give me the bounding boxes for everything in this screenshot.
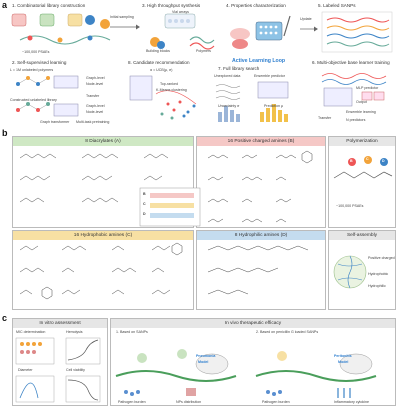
legend-hydrophobic: Hydrophobic [368, 272, 389, 276]
ensemble-predictor-label: Ensemble predictor [254, 74, 285, 78]
model-1-label: Pneumonia [196, 354, 216, 358]
arrow-1-to-3 [110, 24, 140, 30]
ensemble-learning-label: Ensemble learning [346, 110, 376, 114]
constructed-library-label: Constructed unlabeled library [10, 98, 57, 102]
active-loop-label: Active Learning Loop [232, 58, 286, 64]
in-vivo-header: In vivo therapeutic efficacy [111, 319, 395, 328]
outcome-nps-distribution: NPs distribution [176, 400, 202, 404]
graph-level-label-2: Graph-level [86, 104, 105, 108]
step-6-title: 6. Multi-objective base learner training [312, 60, 390, 65]
step-4-title: 4. Properties characterization [226, 3, 286, 8]
library-count-label: ~100,000 PSAEs [22, 50, 50, 54]
group-b-header: 16 Positive charged amines (B) [197, 137, 325, 146]
model-2-label: Peritonitis [334, 354, 352, 358]
top-ranked-label: Top-ranked [160, 82, 178, 86]
legend-c-letter: C [143, 202, 146, 206]
step-8-title: 8. Candidate recommendation [128, 60, 190, 65]
polymers-label: Polymers [196, 49, 211, 53]
library-construction-graphic [11, 13, 111, 45]
group-a-header: 8 Diacrylates (A) [13, 137, 193, 146]
group-b-box: 16 Positive charged amines (B) [196, 136, 326, 228]
step-2-title: 2. Self-supervised learning [12, 60, 67, 65]
ucb-formula: α = UCB(μ, σ) [150, 68, 173, 72]
library-search-graphic [215, 81, 289, 122]
panel-b-letter: b [2, 128, 8, 138]
self-assembly-header: Self-assembly [329, 231, 395, 240]
legend-d-letter: D [143, 212, 146, 216]
mlp-label: MLP predictor [356, 86, 379, 90]
transfer-label-2: Transfer [318, 116, 332, 120]
uncertainty-label: Uncertainty σ [218, 104, 240, 108]
model-2-sub: Model [338, 360, 349, 364]
unexplored-label: Unexplored data [214, 74, 241, 78]
properties-graphic [230, 15, 291, 49]
chain-letter-b: B [350, 159, 353, 163]
legend-hydrophilic: Hydrophilic [368, 284, 386, 288]
group-d-header: 8 Hydrophilic amines (D) [197, 231, 325, 240]
chain-letter-c: C [366, 157, 369, 161]
polymerization-header: Polymerization [329, 137, 395, 146]
transfer-label: Transfer [86, 94, 100, 98]
prediction-label: Prediction μ [264, 104, 284, 108]
unlabeled-polymers-label: L = 1M unlabeled polymers [10, 68, 54, 72]
panel-c-letter: c [2, 313, 8, 323]
step-3-title: 3. High throughput synthesis [142, 3, 201, 8]
step-7-title: 7. Full library search [218, 66, 260, 71]
nanoparticle-graphic [333, 255, 367, 289]
output-label: Output [356, 100, 367, 104]
molecule-sketches [19, 150, 313, 300]
arrow-4-to-5 [300, 26, 318, 32]
building-blocks-label: Building blocks [146, 49, 170, 53]
outcome-inflammatory: Inflammatory cytokine [334, 400, 369, 404]
self-supervised-graphic [16, 75, 79, 117]
group-c-box: 16 Hydrophobic amines (C) [12, 230, 194, 310]
assay-hemolysis: Hemolysis [66, 330, 83, 334]
model-1-sub: Model [198, 360, 209, 364]
kmeans-label: K-Means clustering [156, 88, 187, 92]
panel-a-letter: a [2, 0, 8, 10]
chain-letter-d: D [382, 159, 385, 163]
multi-task-label: Multi-task pretraining [76, 120, 110, 124]
update-label: Update [300, 17, 312, 21]
assay-mic: MIC determination [16, 330, 46, 334]
labeled-sanps-graphic [321, 11, 393, 53]
in-vivo-graphics [115, 349, 377, 398]
assay-graphics [15, 337, 101, 403]
legend-positive: Positive charged [368, 256, 395, 260]
graph-level-label-1: Graph-level [86, 76, 105, 80]
node-level-label-1: Node-level [86, 82, 104, 86]
step-1-title: 1. Combinatorial library construction [12, 3, 86, 8]
group-c-header: 16 Hydrophobic amines (C) [13, 231, 193, 240]
graph-transformer-label: Graph transformer [40, 120, 70, 124]
step-5-title: 5. Labeled SANPs [318, 3, 356, 8]
polymer-chain-graphic [333, 156, 393, 179]
legend-b-letter: B [143, 192, 146, 196]
candidate-recommendation-graphic [129, 75, 197, 120]
assay-diameter: Diameter [18, 368, 33, 372]
vial-arrays-label: Vial arrays [172, 10, 189, 14]
psae-count-label: ~100,000 PSAEs [336, 204, 364, 208]
case-2-label: 2. Based on penicillin G loaded SANPs [256, 330, 319, 334]
in-vitro-header: In vitro assessment [13, 319, 107, 328]
polymerization-box: Polymerization [328, 136, 396, 228]
group-d-box: 8 Hydrophilic amines (D) [196, 230, 326, 310]
case-1-label: 1. Based on SANPs [116, 330, 148, 334]
base-learner-graphic [321, 73, 387, 107]
outcome-pathogen-1: Pathogen burden [118, 400, 146, 404]
assay-cell-viability: Cell viability [66, 368, 85, 372]
n-predictors-label: N predictors [346, 118, 366, 122]
initial-sampling-label: Initial sampling [110, 15, 134, 19]
node-level-label-2: Node-level [86, 110, 104, 114]
outcome-pathogen-2: Pathogen burden [262, 400, 290, 404]
high-throughput-graphic [150, 13, 215, 50]
building-block-legend-box [139, 187, 201, 227]
